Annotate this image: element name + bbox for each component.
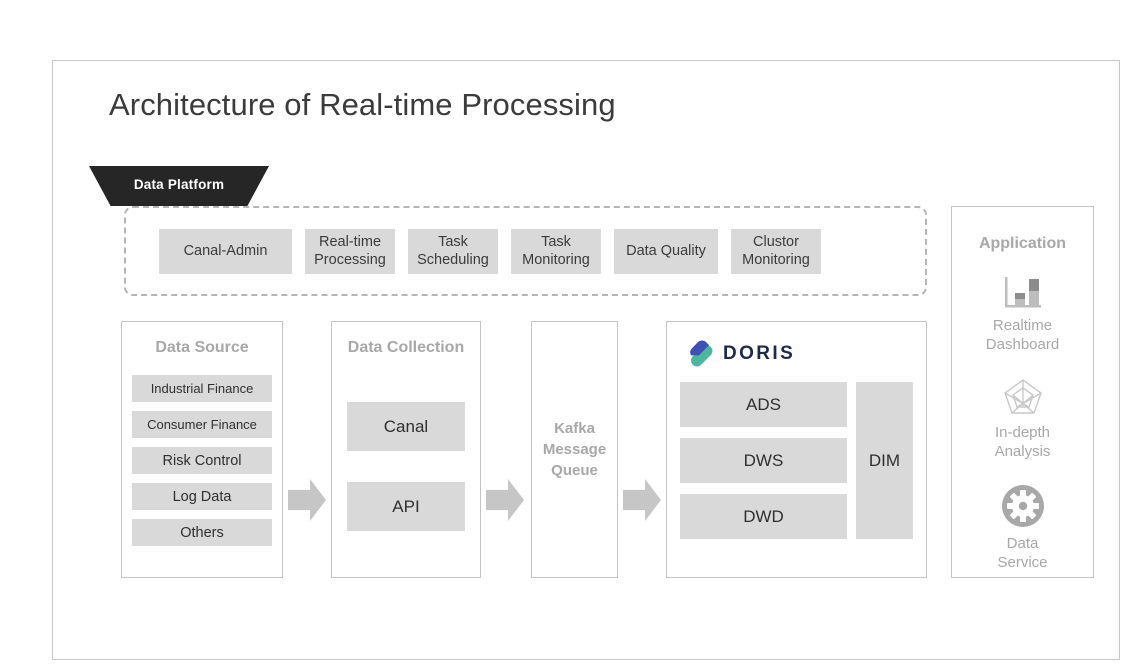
- item-label: Risk Control: [162, 452, 242, 469]
- platform-chip-task-monitoring[interactable]: Task Monitoring: [511, 228, 601, 274]
- data-platform-chip-list: Canal-Admin Real-time Processing Task Sc…: [126, 228, 821, 274]
- doris-column: DORIS ADS DWS DWD DIM: [666, 321, 927, 578]
- application-item-label: Realtime Dashboard: [985, 317, 1060, 353]
- platform-chip-label: Task Monitoring: [522, 234, 590, 268]
- data-source-header: Data Source: [155, 339, 249, 356]
- doris-layer-stack: ADS DWS DWD: [680, 382, 847, 539]
- item-label: Log Data: [172, 488, 232, 505]
- layer-label: DIM: [868, 450, 901, 470]
- data-source-item-risk-control[interactable]: Risk Control: [132, 447, 272, 474]
- application-column: Application Realtime Dashboard: [951, 206, 1094, 578]
- item-label: Consumer Finance: [147, 417, 257, 432]
- platform-chip-label: Canal-Admin: [183, 243, 268, 259]
- data-platform-banner: Data Platform: [89, 166, 269, 206]
- data-collection-item-api[interactable]: API: [347, 482, 465, 531]
- doris-brand: DORIS: [685, 339, 926, 368]
- layer-label: ADS: [746, 394, 781, 414]
- data-source-column: Data Source Industrial Finance Consumer …: [121, 321, 283, 578]
- bar-chart-icon: [1004, 277, 1041, 308]
- doris-layer-dwd[interactable]: DWD: [680, 494, 847, 539]
- page-title: Architecture of Real-time Processing: [109, 87, 616, 122]
- platform-chip-canal-admin[interactable]: Canal-Admin: [159, 228, 292, 274]
- item-label: Others: [180, 524, 224, 541]
- data-collection-item-canal[interactable]: Canal: [347, 402, 465, 451]
- data-collection-column: Data Collection Canal API: [331, 321, 481, 578]
- layer-label: DWS: [743, 450, 784, 470]
- platform-chip-label: Clustor Monitoring: [742, 234, 810, 268]
- platform-chip-label: Task Scheduling: [417, 234, 489, 268]
- data-source-item-consumer-finance[interactable]: Consumer Finance: [132, 411, 272, 438]
- doris-layer-grid: ADS DWS DWD DIM: [680, 382, 913, 539]
- doris-logo-icon: [690, 340, 713, 367]
- application-item-in-depth-analysis[interactable]: In-depth Analysis: [952, 376, 1093, 461]
- application-item-realtime-dashboard[interactable]: Realtime Dashboard: [952, 275, 1093, 354]
- platform-chip-task-scheduling[interactable]: Task Scheduling: [408, 228, 498, 274]
- radar-chart-icon: [1003, 379, 1042, 414]
- item-label: Canal: [383, 416, 429, 436]
- data-source-item-industrial-finance[interactable]: Industrial Finance: [132, 375, 272, 402]
- flow-arrow-source-to-collection: [288, 479, 326, 521]
- item-label: API: [392, 496, 420, 516]
- platform-chip-label: Data Quality: [626, 243, 706, 259]
- kafka-label: Kafka Message Queue: [542, 420, 607, 479]
- data-collection-header: Data Collection: [347, 339, 465, 356]
- layer-label: DWD: [743, 506, 784, 526]
- application-item-label: Data Service: [997, 535, 1048, 571]
- platform-chip-label: Real-time Processing: [314, 234, 386, 268]
- doris-layer-dws[interactable]: DWS: [680, 438, 847, 483]
- item-label: Industrial Finance: [150, 381, 254, 396]
- slide-frame: Architecture of Real-time Processing Dat…: [52, 60, 1120, 660]
- platform-chip-real-time-processing[interactable]: Real-time Processing: [305, 228, 395, 274]
- platform-chip-clustor-monitoring[interactable]: Clustor Monitoring: [731, 228, 821, 274]
- application-item-label: In-depth Analysis: [994, 424, 1051, 460]
- flow-arrow-kafka-to-doris: [623, 479, 661, 521]
- gear-icon: [1001, 485, 1044, 527]
- flow-arrow-collection-to-kafka: [486, 479, 524, 521]
- kafka-message-queue-column: Kafka Message Queue: [531, 321, 618, 578]
- data-source-item-log-data[interactable]: Log Data: [132, 483, 272, 510]
- application-header: Application: [978, 235, 1067, 252]
- platform-chip-data-quality[interactable]: Data Quality: [614, 228, 718, 274]
- data-source-list: Industrial Finance Consumer Finance Risk…: [122, 375, 282, 546]
- data-source-item-others[interactable]: Others: [132, 519, 272, 546]
- application-item-data-service[interactable]: Data Service: [952, 483, 1093, 572]
- data-platform-region: Canal-Admin Real-time Processing Task Sc…: [124, 206, 927, 296]
- data-platform-banner-label: Data Platform: [133, 177, 225, 192]
- doris-layer-ads[interactable]: ADS: [680, 382, 847, 427]
- doris-wordmark: DORIS: [723, 342, 796, 364]
- doris-layer-dim[interactable]: DIM: [856, 382, 913, 539]
